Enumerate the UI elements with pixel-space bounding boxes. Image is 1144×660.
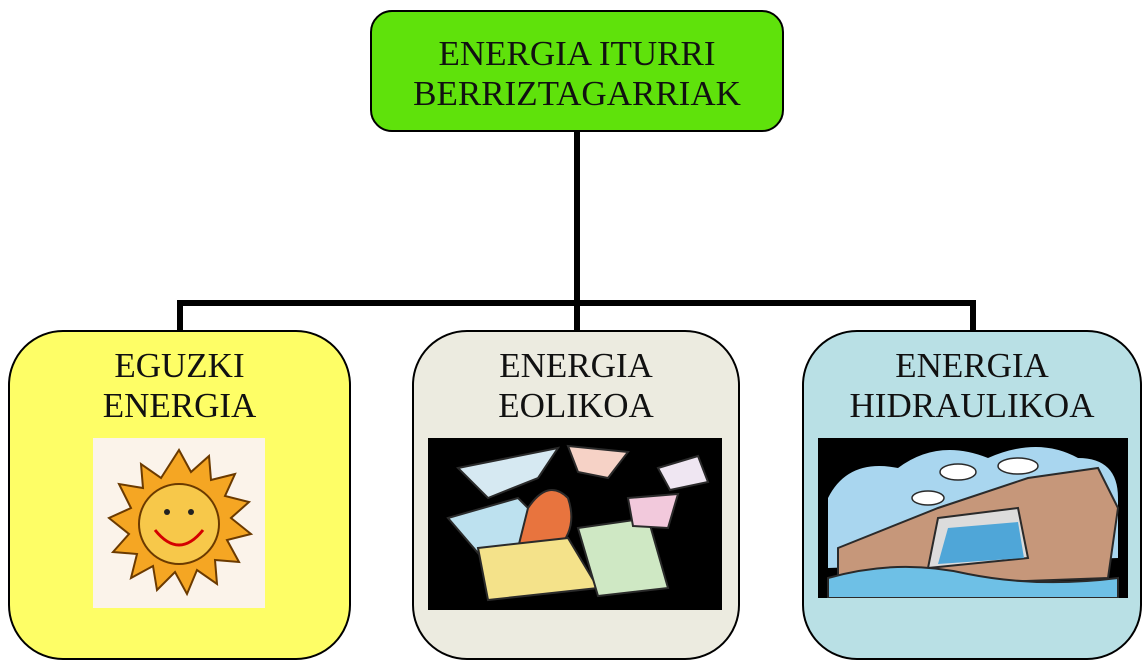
wind-papers-icon bbox=[428, 438, 722, 610]
sun-icon bbox=[93, 438, 265, 608]
node-wind-title-line1: ENERGIA bbox=[499, 346, 653, 385]
root-title-line1: ENERGIA ITURRI bbox=[438, 34, 716, 73]
node-solar-title-line1: EGUZKI bbox=[114, 346, 245, 385]
node-solar-title-line2: ENERGIA bbox=[102, 386, 257, 425]
connector-lines bbox=[177, 132, 976, 332]
node-hydro-title-line1: ENERGIA bbox=[895, 346, 1049, 385]
dam-waterfall-icon bbox=[818, 438, 1128, 598]
node-wind-title-line2: EOLIKOA bbox=[498, 386, 654, 425]
root-node: ENERGIA ITURRI BERRIZTAGARRIAK bbox=[370, 10, 784, 132]
node-hydro-title-line2: HIDRAULIKOA bbox=[849, 386, 1095, 425]
root-title-line2: BERRIZTAGARRIAK bbox=[413, 74, 741, 113]
